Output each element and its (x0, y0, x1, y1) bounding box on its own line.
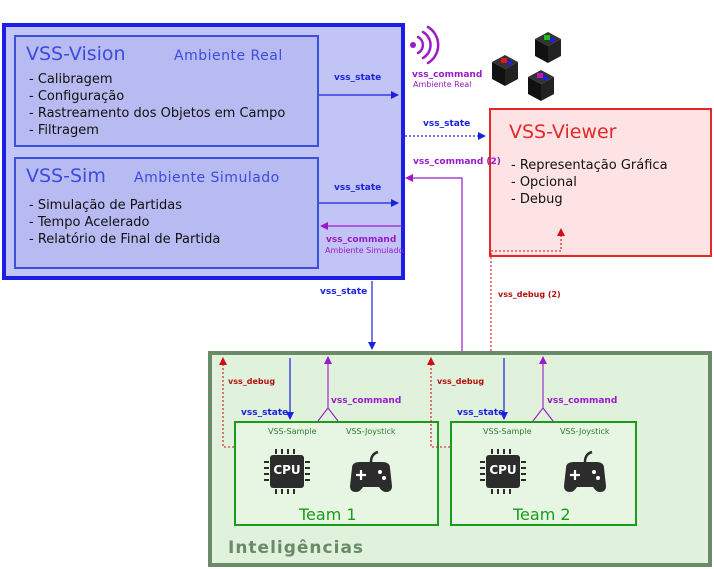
robot-cube-icon (528, 70, 554, 101)
vss-viewer-box: VSS-Viewer - Representação Gráfica - Opc… (489, 108, 712, 257)
viewer-item: - Representação Gráfica (511, 158, 668, 173)
team2-state-label: vss_state (457, 408, 505, 418)
debug-2-arrow (490, 228, 565, 351)
gamepad-icon (350, 450, 392, 492)
ambiente-real-label: Ambiente Real (413, 80, 472, 89)
team-1-title: Team 1 (299, 505, 357, 524)
team2-debug-arrow (427, 357, 450, 448)
team1-state-label: vss_state (241, 408, 289, 418)
vision-item: - Configuração (29, 89, 125, 104)
debug-2-label: vss_debug (2) (498, 290, 561, 299)
team2-command-arrow (532, 356, 547, 422)
team1-command-label: vss_command (331, 396, 402, 406)
viewer-state-label: vss_state (423, 119, 471, 129)
team1-debug-arrow (219, 357, 234, 448)
vss-vision-title: VSS-Vision (26, 43, 126, 65)
cpu-label: CPU (489, 463, 517, 477)
gamepad-icon (564, 450, 606, 492)
vss-joystick-label: VSS-Joystick (346, 427, 396, 436)
command-2-label: vss_command (2) (413, 157, 501, 167)
vss-vision-box: VSS-Vision Ambiente Real - Calibragem - … (14, 35, 319, 147)
sim-item: - Relatório de Final de Partida (29, 232, 221, 247)
sim-item: - Simulação de Partidas (29, 198, 183, 213)
sim-item: - Tempo Acelerado (29, 215, 150, 230)
vss-sim-title: VSS-Sim (26, 165, 106, 187)
inteligencias-title: Inteligências (228, 538, 365, 558)
vss-sim-box: VSS-Sim Ambiente Simulado - Simulação de… (14, 157, 319, 269)
vss-viewer-title: VSS-Viewer (509, 121, 617, 143)
wifi-icon (410, 25, 440, 65)
viewer-item: - Opcional (511, 175, 577, 190)
cpu-icon (264, 449, 310, 494)
vss-sim-subtitle: Ambiente Simulado (134, 170, 280, 186)
vss-sample-label: VSS-Sample (483, 427, 532, 436)
vision-item: - Calibragem (29, 72, 113, 87)
team2-command-label: vss_command (547, 396, 618, 406)
team2-debug-label: vss_debug (437, 377, 485, 386)
vss-joystick-label: VSS-Joystick (560, 427, 610, 436)
team-1-box: VSS-Sample VSS-Joystick Team 1 (234, 421, 439, 526)
team1-command-arrow (317, 356, 332, 422)
team1-debug-label: vss_debug (228, 377, 276, 386)
cpu-icon (480, 449, 526, 494)
robot-cube-icon (535, 32, 561, 63)
down-state-label: vss_state (320, 287, 368, 297)
vss-sample-label: VSS-Sample (268, 427, 317, 436)
robot-cube-icon (492, 55, 518, 86)
vision-item: - Rastreamento dos Objetos em Campo (29, 106, 286, 121)
vision-item: - Filtragem (29, 123, 99, 138)
command-2-arrow (405, 174, 463, 351)
team-2-title: Team 2 (513, 505, 571, 524)
ambiente-simulado-label: Ambiente Simulado (325, 246, 404, 255)
viewer-item: - Debug (511, 192, 563, 207)
sim-command-label: vss_command (326, 235, 397, 245)
sim-state-label: vss_state (334, 183, 382, 193)
cpu-label: CPU (273, 463, 301, 477)
vision-state-label: vss_state (334, 73, 382, 83)
vision-command-label: vss_command (412, 70, 483, 80)
vss-vision-subtitle: Ambiente Real (174, 48, 283, 64)
